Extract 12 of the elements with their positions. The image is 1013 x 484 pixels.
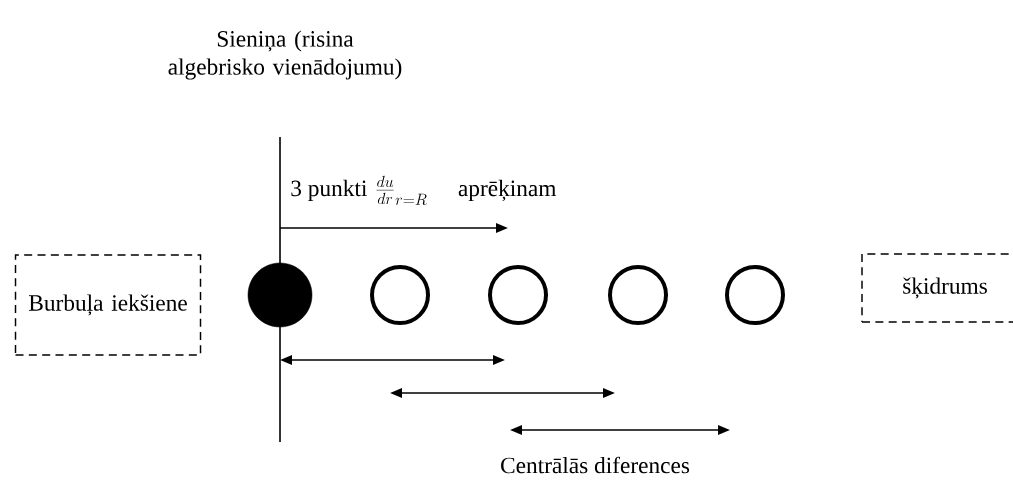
caption-label: Centrālās diferences <box>501 456 690 474</box>
dashed-box: šķidrums <box>861 253 1013 323</box>
arrow-label: aprēķinam <box>458 179 557 201</box>
circle <box>608 265 668 325</box>
circle <box>725 265 785 325</box>
circle <box>488 265 548 325</box>
circle <box>370 265 430 325</box>
arrow-label: 3 punkti <box>291 179 367 201</box>
dashed-box: Burbuļa iekšiene <box>14 254 202 356</box>
formula: $\frac{du}{dr}_{r=R}$ <box>376 175 427 206</box>
filled-circle <box>247 262 313 328</box>
wall-label: Sieniņa (risina algebrisko vienādojumu) <box>168 30 402 80</box>
